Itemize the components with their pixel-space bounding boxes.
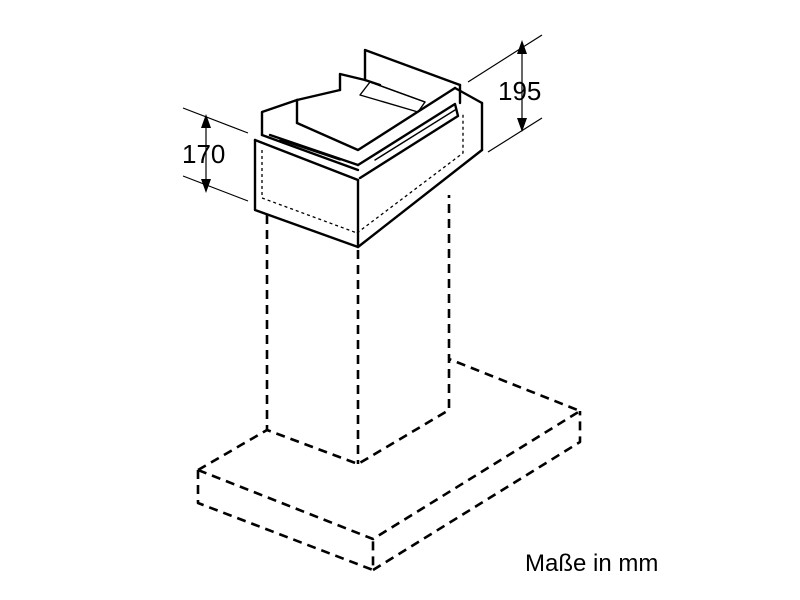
hood-canopy-outline xyxy=(196,357,582,572)
dimension-195: 195 xyxy=(467,34,543,153)
unit-note: Maße in mm xyxy=(525,550,659,577)
chimney-top-section xyxy=(253,48,484,249)
chimney-duct-outline xyxy=(265,195,451,466)
dimension-170: 170 xyxy=(182,107,249,202)
dimension-170-label: 170 xyxy=(182,139,225,169)
dimension-195-label: 195 xyxy=(498,76,541,106)
